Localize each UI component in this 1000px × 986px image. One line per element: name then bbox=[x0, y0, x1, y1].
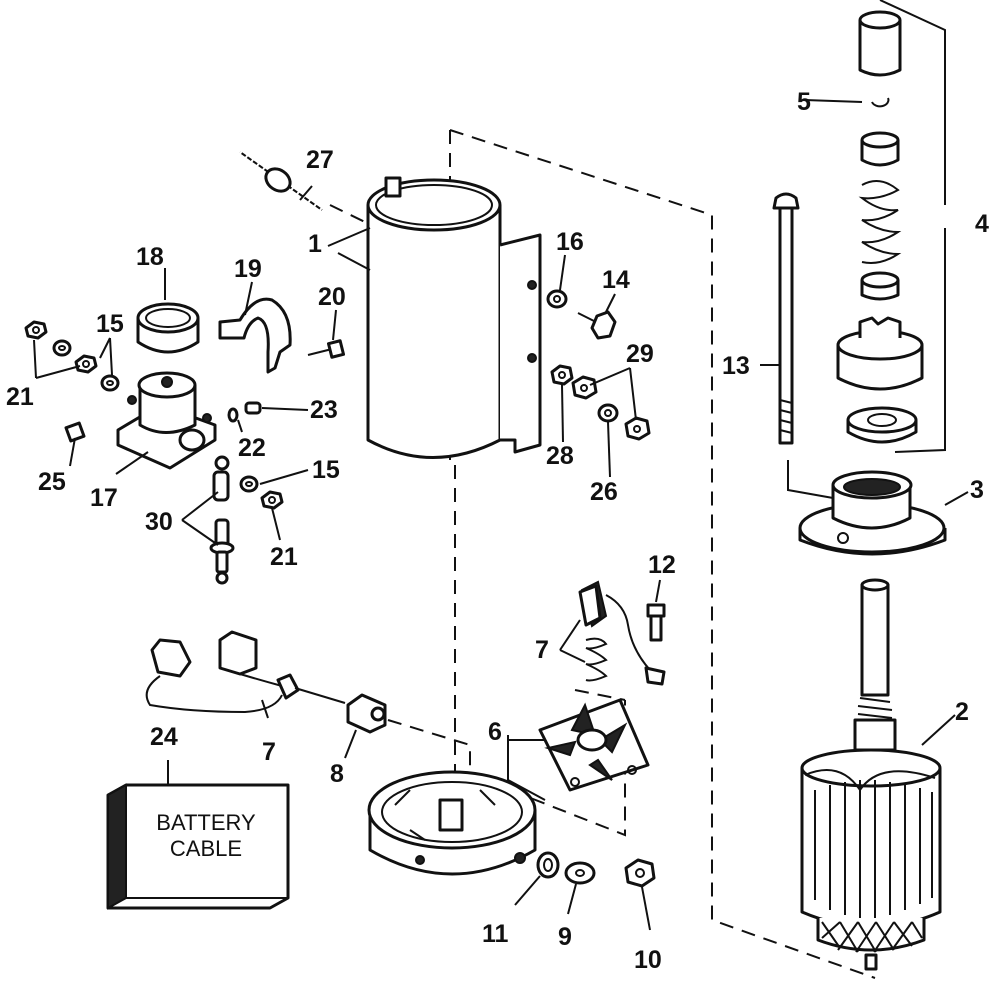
callout-15-right: 15 bbox=[312, 456, 340, 484]
callout-7-lower: 7 bbox=[262, 738, 276, 766]
callout-23: 23 bbox=[310, 396, 338, 424]
nut-21-right bbox=[260, 490, 284, 510]
screw-12 bbox=[646, 603, 666, 642]
nut-23 bbox=[244, 401, 262, 415]
callout-21-left: 21 bbox=[6, 383, 34, 411]
callout-30: 30 bbox=[145, 508, 173, 536]
nut-28 bbox=[550, 364, 574, 386]
frame-housing bbox=[366, 176, 542, 459]
callout-10: 10 bbox=[634, 946, 662, 974]
armature-2 bbox=[800, 578, 942, 971]
callout-3: 3 bbox=[970, 476, 984, 504]
bushing-18 bbox=[136, 302, 200, 354]
callout-17: 17 bbox=[90, 484, 118, 512]
callout-6: 6 bbox=[488, 718, 502, 746]
callout-14: 14 bbox=[602, 266, 630, 294]
terminal-boots-30 bbox=[209, 455, 235, 585]
washer-11 bbox=[536, 851, 560, 879]
nut-25 bbox=[64, 421, 86, 443]
callout-28: 28 bbox=[546, 442, 574, 470]
callout-22: 22 bbox=[238, 434, 266, 462]
callout-5: 5 bbox=[797, 88, 811, 116]
nut-21-left-b bbox=[74, 354, 98, 374]
callout-13: 13 bbox=[722, 352, 750, 380]
callout-29: 29 bbox=[626, 340, 654, 368]
screw-14 bbox=[577, 310, 617, 340]
through-bolt-13 bbox=[772, 192, 800, 445]
washer-15-right bbox=[239, 475, 259, 493]
drive-end-cap-3 bbox=[787, 460, 947, 556]
brush-holder-plate-6 bbox=[538, 698, 650, 792]
strap-19 bbox=[218, 297, 292, 374]
terminal-block-8 bbox=[346, 693, 387, 734]
callout-19: 19 bbox=[234, 255, 262, 283]
callout-1: 1 bbox=[308, 230, 322, 258]
callout-11: 11 bbox=[482, 920, 509, 948]
callout-15-left: 15 bbox=[96, 310, 124, 338]
through-bolt-27 bbox=[239, 150, 323, 212]
washer-22 bbox=[227, 407, 239, 423]
callout-18: 18 bbox=[136, 243, 164, 271]
drive-assembly-4 bbox=[836, 10, 924, 444]
nut-29-a bbox=[571, 375, 598, 400]
solenoid-17 bbox=[116, 371, 217, 470]
callout-26: 26 bbox=[590, 478, 618, 506]
washer-16 bbox=[546, 289, 568, 309]
callout-25: 25 bbox=[38, 468, 66, 496]
brush-spring-7-upper bbox=[578, 580, 666, 686]
screw-20 bbox=[307, 339, 346, 359]
callout-24: 24 bbox=[150, 723, 178, 751]
callout-8: 8 bbox=[330, 760, 344, 788]
commutator-end-cap bbox=[367, 770, 537, 876]
nut-29-b bbox=[624, 416, 651, 441]
battery-cable-label-line2: CABLE bbox=[170, 836, 242, 861]
leader-lines bbox=[33, 0, 969, 931]
callout-4: 4 bbox=[975, 210, 989, 238]
callout-12: 12 bbox=[648, 551, 676, 579]
battery-cable-box-24: BATTERY CABLE bbox=[106, 783, 290, 910]
washer-15-left-a bbox=[52, 339, 72, 357]
nut-10 bbox=[624, 858, 656, 888]
brush-lead-7-lower bbox=[145, 630, 346, 714]
washer-15-left-b bbox=[100, 374, 120, 392]
callout-7-upper: 7 bbox=[535, 636, 549, 664]
callout-21-right: 21 bbox=[270, 543, 298, 571]
callout-27: 27 bbox=[306, 146, 334, 174]
washer-26 bbox=[597, 403, 619, 423]
washer-9 bbox=[564, 861, 596, 885]
callout-20: 20 bbox=[318, 283, 346, 311]
callout-labels: 1 2 3 4 5 6 7 7 8 9 10 11 12 13 14 15 15… bbox=[6, 88, 989, 974]
callout-16: 16 bbox=[556, 228, 584, 256]
callout-2: 2 bbox=[955, 698, 969, 726]
nut-21-left-a bbox=[24, 320, 48, 340]
battery-cable-label-line1: BATTERY bbox=[156, 810, 256, 835]
callout-9: 9 bbox=[558, 923, 572, 951]
